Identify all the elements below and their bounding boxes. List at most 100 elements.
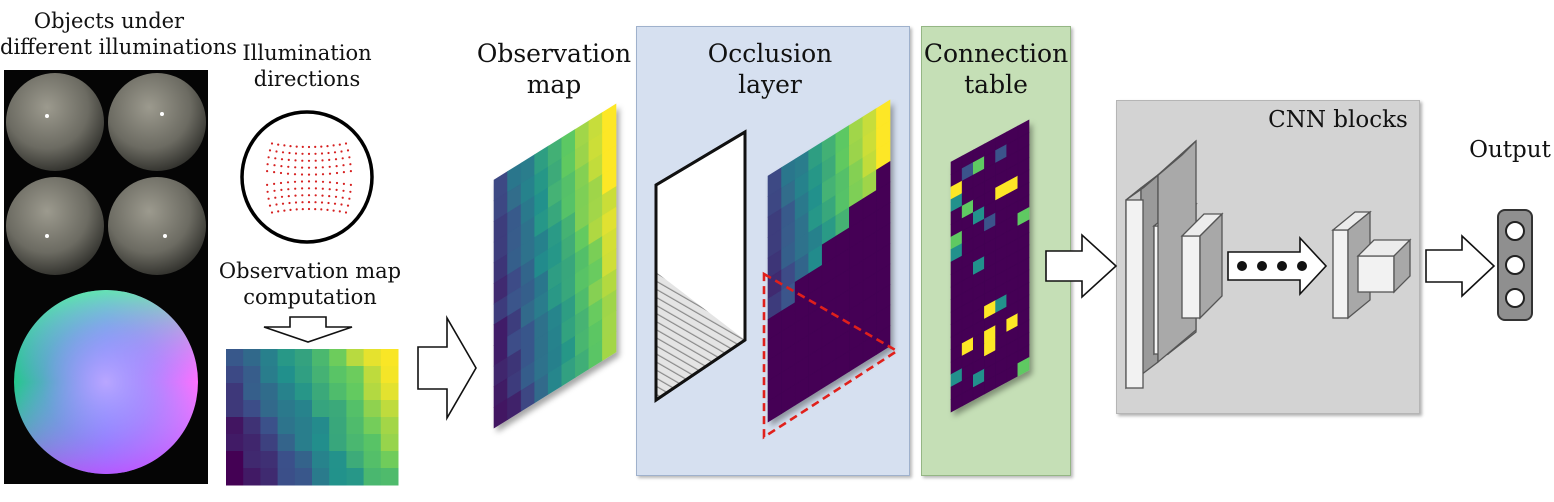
light-direction-dot [295,145,298,148]
illumination-label-line2: directions [253,67,361,92]
arrow-right-icon [417,315,477,421]
observation-map [493,103,617,429]
light-direction-dot [334,195,338,198]
grid-cell [312,468,330,486]
grid-cell [380,451,399,469]
light-direction-dot [275,203,278,206]
objects-label-line1: Objects under [33,9,185,33]
arrow-down-icon [263,316,353,343]
grid-cell [260,349,279,367]
sphere-icon [6,73,104,171]
light-direction-dot [280,188,283,191]
light-direction-dot [327,201,330,205]
light-direction-dot [294,201,298,204]
grid-cell [243,451,261,469]
light-direction-dot [349,190,352,193]
light-direction-dot [314,194,317,197]
grid-cell [329,434,347,452]
light-direction-dot [287,188,290,191]
sphere-icon [108,177,206,275]
light-direction-dot [340,203,343,206]
grid-cell [346,400,365,418]
light-direction-dot [335,165,338,168]
grid-cell [260,366,279,384]
grid-cell [346,366,365,384]
grid-cell [329,349,347,367]
connection-table-label-line2: table [964,70,1028,100]
connection-table-label-line1: Connection [923,39,1069,68]
light-direction-dot [326,145,329,148]
light-direction-dot [333,151,337,154]
grid-cell [294,400,313,418]
light-direction-dot [320,208,323,211]
light-direction-dot [326,208,329,211]
light-direction-dot [307,152,311,155]
grid-cell [294,434,313,452]
light-direction-dot [335,181,339,185]
grid-cell [329,366,347,384]
light-direction-dot [273,164,276,167]
light-direction-dot [314,145,317,148]
light-direction-dot [328,165,331,168]
light-direction-dot [301,145,304,148]
light-direction-dot [342,189,345,192]
grid-cell [363,451,382,469]
light-direction-dot [287,195,290,198]
light-direction-dot [301,201,304,204]
grid-cell [243,468,261,486]
output-node [1505,255,1525,275]
light-direction-dot [267,156,270,159]
light-direction-dot [301,208,304,211]
grid-cell [260,400,279,418]
light-direction-dot [294,152,298,155]
grid-cell [346,417,365,435]
light-direction-dot [277,143,280,146]
light-direction-dot [327,151,330,155]
observation-computation-label-line2: computation [243,285,377,310]
light-direction-dot [332,209,335,212]
light-direction-dot [294,187,297,190]
grid-cell [363,366,382,384]
illumination-directions-diagram [240,110,374,244]
light-direction-dot [321,194,324,197]
light-direction-dot [307,145,311,149]
light-direction-dot [334,158,338,161]
cnn-layers [1125,139,1412,390]
light-direction-dot [286,172,290,175]
computed-observation-map [226,349,399,486]
light-direction-dot [270,211,274,214]
illumination-label: Illumination directions [232,40,382,93]
light-direction-dot [332,144,335,147]
light-direction-dot [281,202,285,205]
grid-cell [312,417,330,435]
grid-cell [294,349,313,367]
light-direction-dot [314,159,317,162]
grid-cell [312,400,330,418]
light-direction-dot [273,189,276,192]
output-vector [1497,209,1533,321]
light-direction-dot [294,159,297,162]
normal-map-sphere [14,290,198,474]
light-direction-dot [321,187,324,190]
grid-cell [380,366,399,384]
grid-cell [277,417,296,435]
light-direction-dot [328,172,332,175]
light-direction-dot [274,157,277,160]
light-direction-dot [266,163,269,166]
light-direction-dot [321,180,325,183]
light-direction-dot [270,142,274,145]
grid-cell [363,349,382,367]
light-direction-dot [280,195,284,198]
light-direction-dot [281,151,285,154]
light-direction-dot [349,163,352,166]
light-direction-dot [307,201,311,204]
grid-cell [226,366,244,384]
light-direction-dot [338,143,341,146]
connection-table-map [950,119,1030,413]
grid-cell [294,366,313,384]
light-direction-dot [288,201,291,205]
light-direction-dot [295,208,298,211]
grid-cell [312,366,330,384]
occlusion-outline [762,271,900,440]
grid-cell [226,349,244,367]
